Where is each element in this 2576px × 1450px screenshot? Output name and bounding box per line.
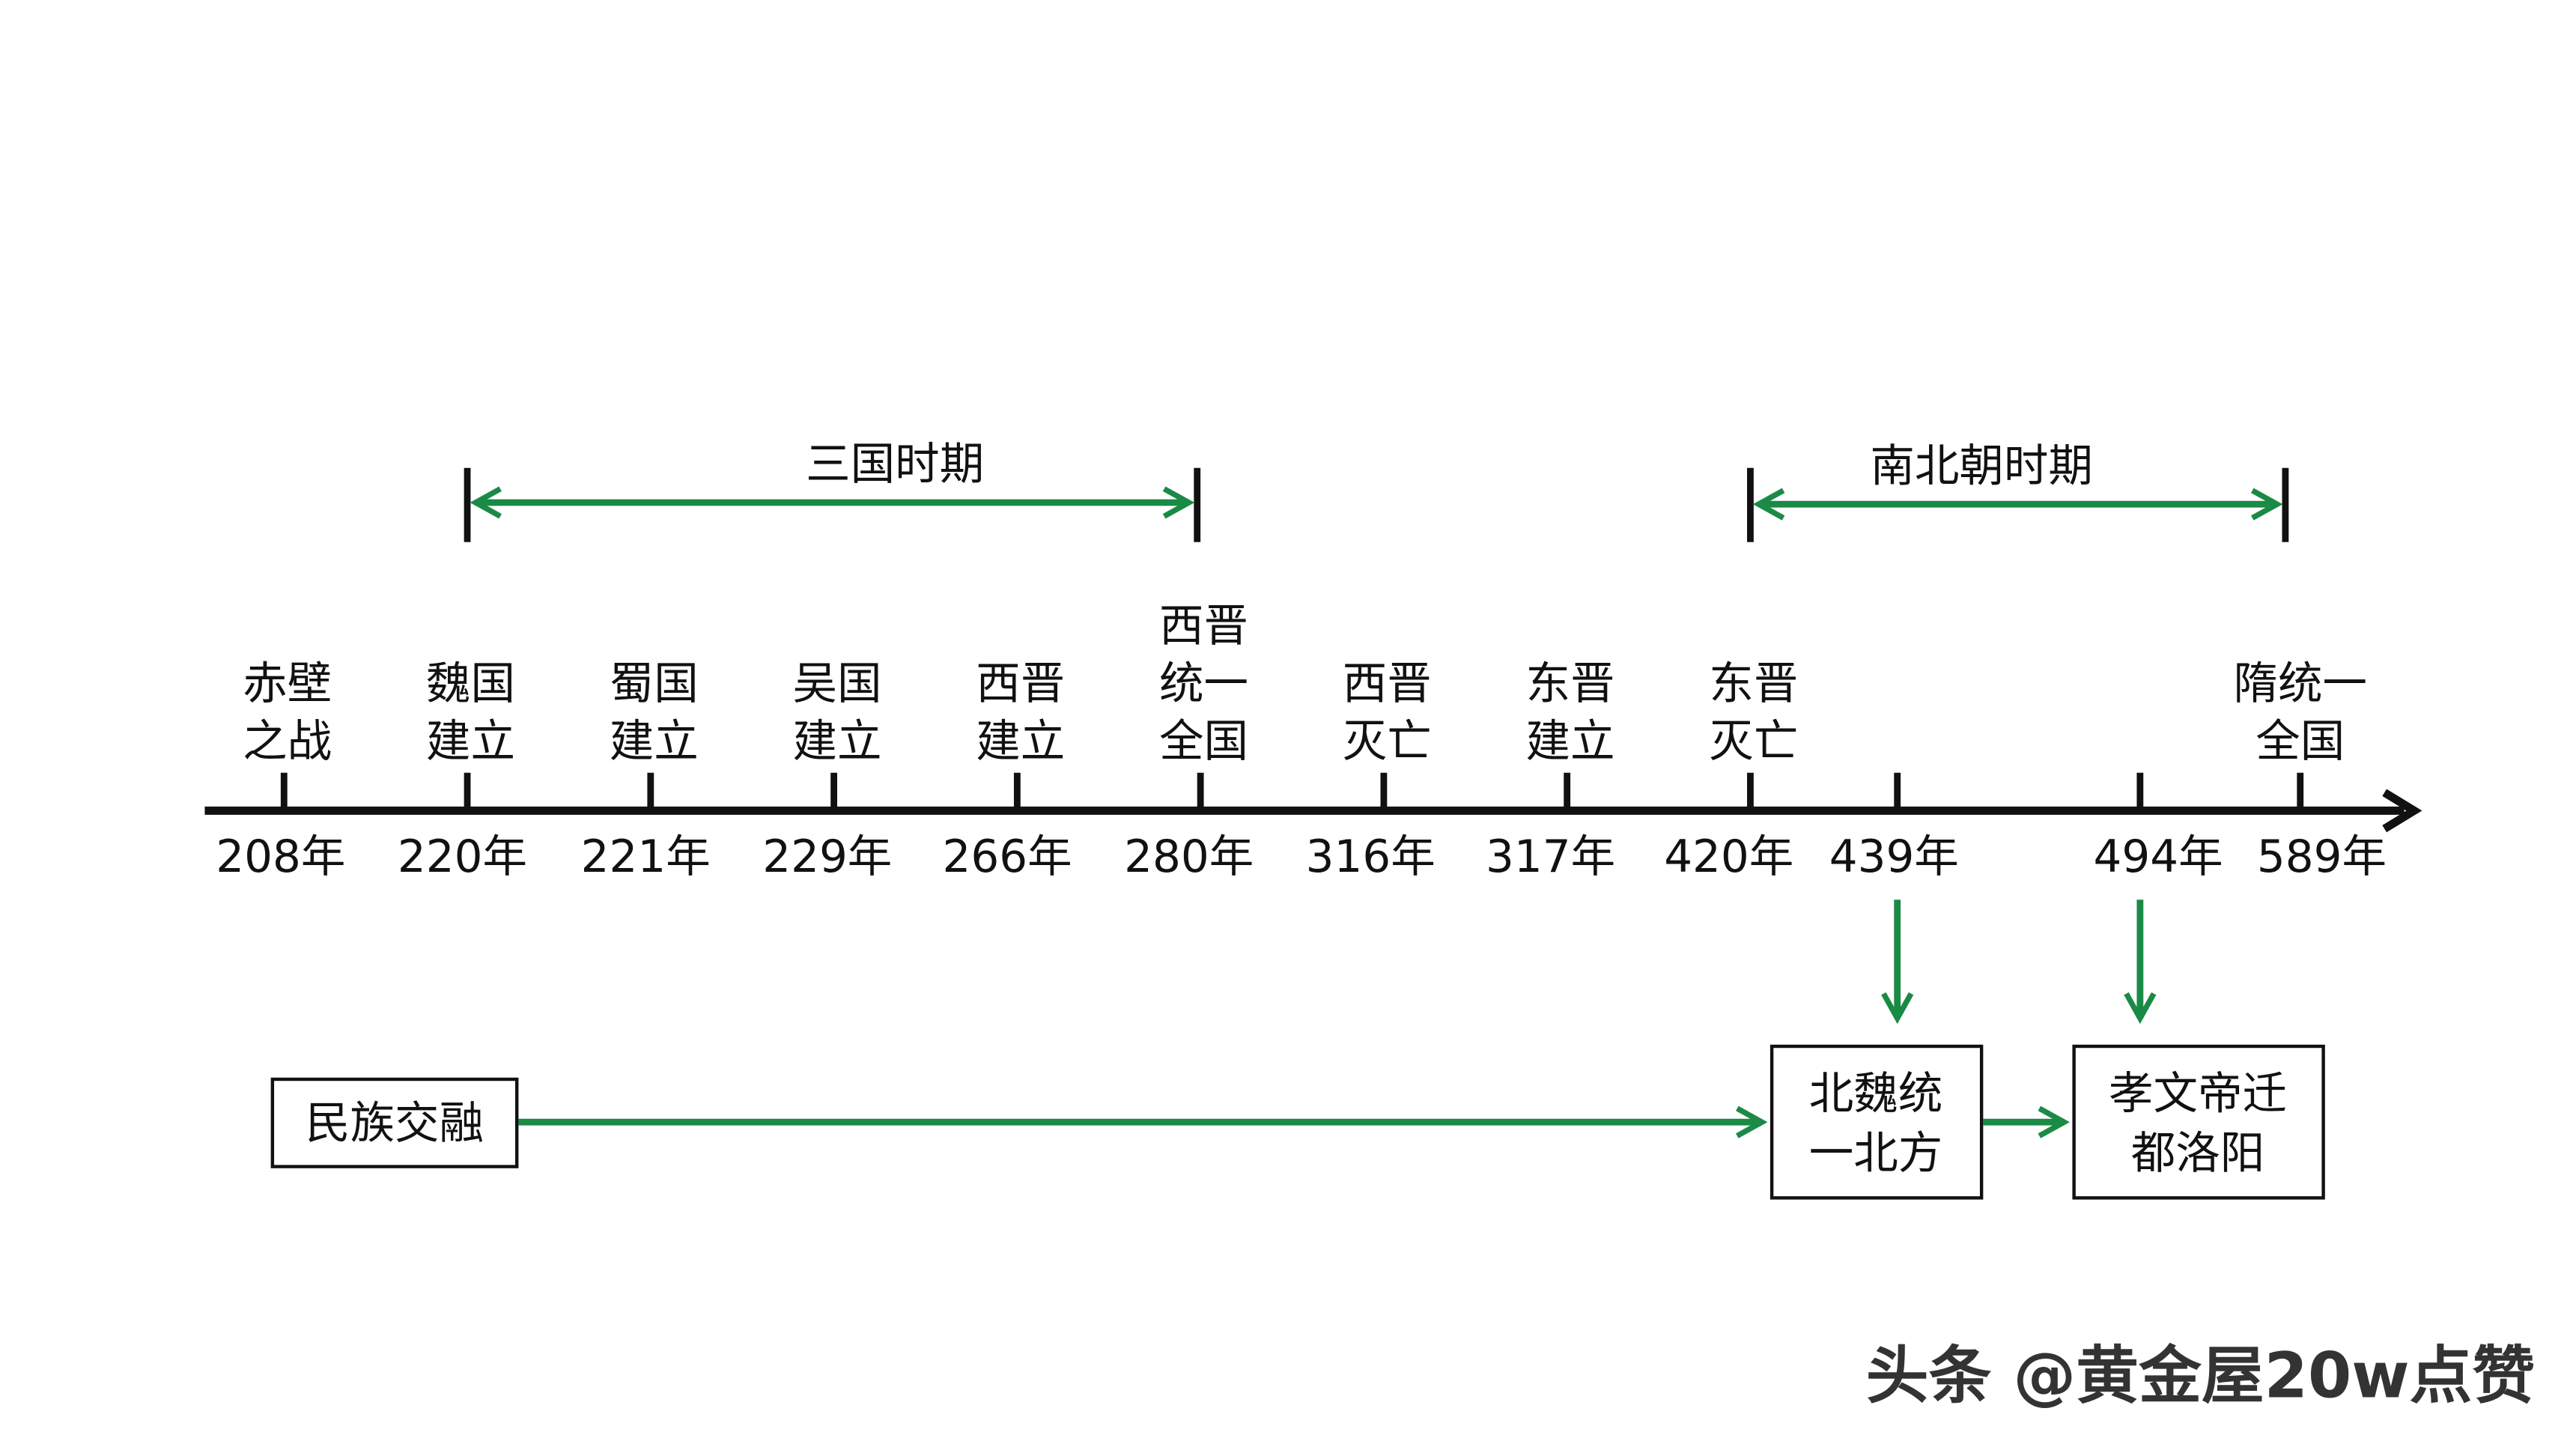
year-label: 439年	[1829, 831, 1959, 883]
event-label: 建立	[976, 716, 1065, 768]
event-label: 灭亡	[1709, 716, 1798, 768]
event-label: 之战	[243, 716, 332, 768]
year-label: 221年	[581, 831, 711, 883]
box-ethnic-fusion: 民族交融	[270, 1077, 519, 1168]
timeline-event: 439年	[1829, 772, 1959, 883]
period-label: 三国时期	[806, 439, 984, 491]
timeline-event: 494年	[2094, 772, 2223, 883]
year-label: 208年	[216, 831, 345, 883]
event-label: 建立	[792, 716, 881, 768]
period-three-kingdoms: 三国时期	[464, 439, 1201, 542]
event-label: 隋统一	[2233, 658, 2367, 710]
event-label: 蜀国	[610, 658, 699, 710]
box-text: 都洛阳	[2131, 1128, 2265, 1180]
watermark: 头条 @黄金屋20w点赞	[1866, 1339, 2535, 1413]
box-xiaowen-relocation: 孝文帝迁 都洛阳	[2072, 1044, 2325, 1200]
event-label: 建立	[426, 716, 515, 768]
year-label: 220年	[398, 831, 527, 883]
period-label: 南北朝时期	[1870, 440, 2093, 492]
event-label: 全国	[2255, 716, 2345, 768]
event-label: 魏国	[426, 658, 515, 710]
box-beiwei-unify-north: 北魏统 一北方	[1770, 1044, 1984, 1200]
year-label: 266年	[943, 831, 1072, 883]
year-label: 229年	[762, 831, 892, 883]
axis-arrowhead	[2382, 789, 2422, 833]
event-label: 灭亡	[1343, 716, 1432, 768]
year-label: 280年	[1124, 831, 1254, 883]
event-label: 东晋	[1709, 658, 1798, 710]
box-text: 民族交融	[306, 1098, 484, 1150]
event-label: 赤壁	[243, 658, 332, 710]
period-southern-northern: 南北朝时期	[1747, 440, 2289, 542]
event-label: 东晋	[1526, 658, 1615, 710]
event-label: 全国	[1159, 716, 1248, 768]
event-label: 吴国	[792, 658, 881, 710]
event-label: 西晋	[976, 658, 1065, 710]
event-label: 建立	[1526, 716, 1615, 768]
year-label: 316年	[1306, 831, 1436, 883]
year-label: 420年	[1664, 831, 1793, 883]
box-text: 一北方	[1809, 1128, 1943, 1180]
year-label: 317年	[1486, 831, 1615, 883]
event-label: 西晋	[1343, 658, 1432, 710]
year-label: 589年	[2257, 831, 2387, 883]
box-text: 北魏统	[1809, 1069, 1943, 1120]
year-label: 494年	[2094, 831, 2223, 883]
event-label: 西晋	[1159, 601, 1248, 652]
event-label: 建立	[610, 716, 699, 768]
box-text: 孝文帝迁	[2109, 1069, 2287, 1120]
event-label: 统一	[1159, 658, 1248, 710]
